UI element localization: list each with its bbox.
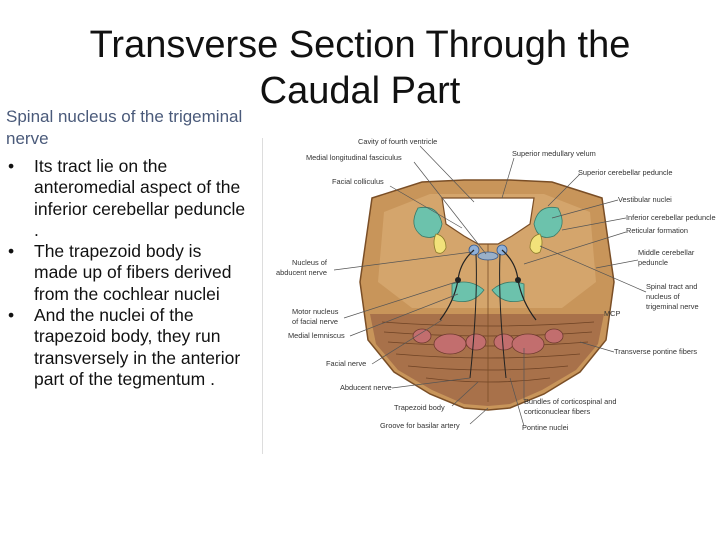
anatomy-figure: Cavity of fourth ventricle Medial longit… xyxy=(262,132,718,458)
leader-pontine-nuclei xyxy=(509,377,525,427)
bullet-dot-icon: • xyxy=(8,156,15,176)
leader-reticular xyxy=(523,231,627,265)
spinal-trigeminal-tract-left xyxy=(433,233,447,254)
label-medial-lemniscus: Medial lemniscus xyxy=(288,331,345,340)
label-bundles-1: Bundles of corticospinal and xyxy=(524,397,616,406)
bullet-text: Its tract lie on the anteromedial aspect… xyxy=(34,156,246,240)
basilar-pons xyxy=(370,314,604,406)
leader-cavity xyxy=(419,145,475,203)
label-nucleus-abducent-2: abducent nerve xyxy=(276,268,327,277)
facial-motor-nucleus-dot-right xyxy=(515,277,521,283)
fourth-ventricle xyxy=(441,197,535,245)
leader-mlf xyxy=(413,161,487,255)
label-cavity: Cavity of fourth ventricle xyxy=(358,137,437,146)
label-nucleus-abducent-1: Nucleus of xyxy=(292,258,328,267)
leader-middle-peduncle xyxy=(595,259,639,269)
facial-motor-nucleus-dot-left xyxy=(455,277,461,283)
leader-transverse-pontine xyxy=(579,341,615,353)
bullet-text: The trapezoid body is made up of fibers … xyxy=(34,241,232,304)
bullet-dot-icon: • xyxy=(8,305,15,326)
label-spinal-tract-3: trigeminal nerve xyxy=(646,302,699,311)
slide-title: Transverse Section Through the Caudal Pa… xyxy=(89,24,631,112)
pons-section-diagram: Cavity of fourth ventricle Medial longit… xyxy=(262,137,716,454)
bullet-item: • And the nuclei of the trapezoid body, t… xyxy=(6,305,246,390)
label-transverse-pontine: Transverse pontine fibers xyxy=(614,347,697,356)
bullet-item: • Its tract lie on the anteromedial aspec… xyxy=(6,156,246,241)
label-spinal-tract-1: Spinal tract and xyxy=(646,282,697,291)
label-trapezoid-body: Trapezoid body xyxy=(394,403,445,412)
bullet-dot-icon: • xyxy=(8,241,15,262)
medial-longitudinal-fasciculus xyxy=(477,251,499,261)
label-sup-peduncle: Superior cerebellar peduncle xyxy=(578,168,673,177)
label-facial-nerve: Facial nerve xyxy=(326,359,366,368)
abducent-nerve-fibers xyxy=(469,253,507,379)
leader-medial-lemniscus xyxy=(349,293,459,337)
label-motor-facial-1: Motor nucleus xyxy=(292,307,339,316)
leader-vestibular xyxy=(551,199,619,219)
leader-sup-peduncle xyxy=(547,173,581,207)
leader-motor-facial xyxy=(343,281,457,319)
label-pontine-nuclei: Pontine nuclei xyxy=(522,423,569,432)
leader-inf-peduncle xyxy=(561,217,627,231)
subheading: Spinal nucleus of the trigeminal nerve xyxy=(6,107,243,148)
leader-facial-nerve xyxy=(371,319,443,365)
leader-nucleus-abducent xyxy=(333,251,473,271)
label-facial-colliculus: Facial colliculus xyxy=(332,177,384,186)
spinal-trigeminal-tract-right xyxy=(529,233,543,254)
leader-trapezoid-body xyxy=(451,381,479,407)
bullet-item: • The trapezoid body is made up of fibers… xyxy=(6,241,246,305)
label-motor-facial-2: of facial nerve xyxy=(292,317,338,326)
leader-sup-velum xyxy=(501,157,515,199)
label-groove: Groove for basilar artery xyxy=(380,421,460,430)
label-sup-velum: Superior medullary velum xyxy=(512,149,596,158)
label-middle-peduncle-2: peduncle xyxy=(638,258,668,267)
label-vestibular: Vestibular nuclei xyxy=(618,195,672,204)
label-middle-peduncle-1: Middle cerebellar xyxy=(638,248,695,257)
leader-facial-colliculus xyxy=(389,185,463,229)
label-abducent-nerve: Abducent nerve xyxy=(340,383,392,392)
corticospinal-bundles xyxy=(412,328,564,355)
bullet-text: And the nuclei of the trapezoid body, th… xyxy=(34,305,241,389)
label-bundles-2: corticonuclear fibers xyxy=(524,407,590,416)
leader-spinal-tract xyxy=(539,245,647,293)
leader-abducent-nerve xyxy=(391,377,471,389)
label-spinal-tract-2: nucleus of xyxy=(646,292,681,301)
label-mcp: MCP xyxy=(604,309,620,318)
label-reticular: Reticular formation xyxy=(626,226,688,235)
bullet-list: • Its tract lie on the anteromedial aspec… xyxy=(6,156,246,390)
leader-groove xyxy=(469,407,489,425)
label-mlf: Medial longitudinal fasciculus xyxy=(306,153,402,162)
label-inf-peduncle: Inferior cerebellar peduncle xyxy=(626,213,716,222)
